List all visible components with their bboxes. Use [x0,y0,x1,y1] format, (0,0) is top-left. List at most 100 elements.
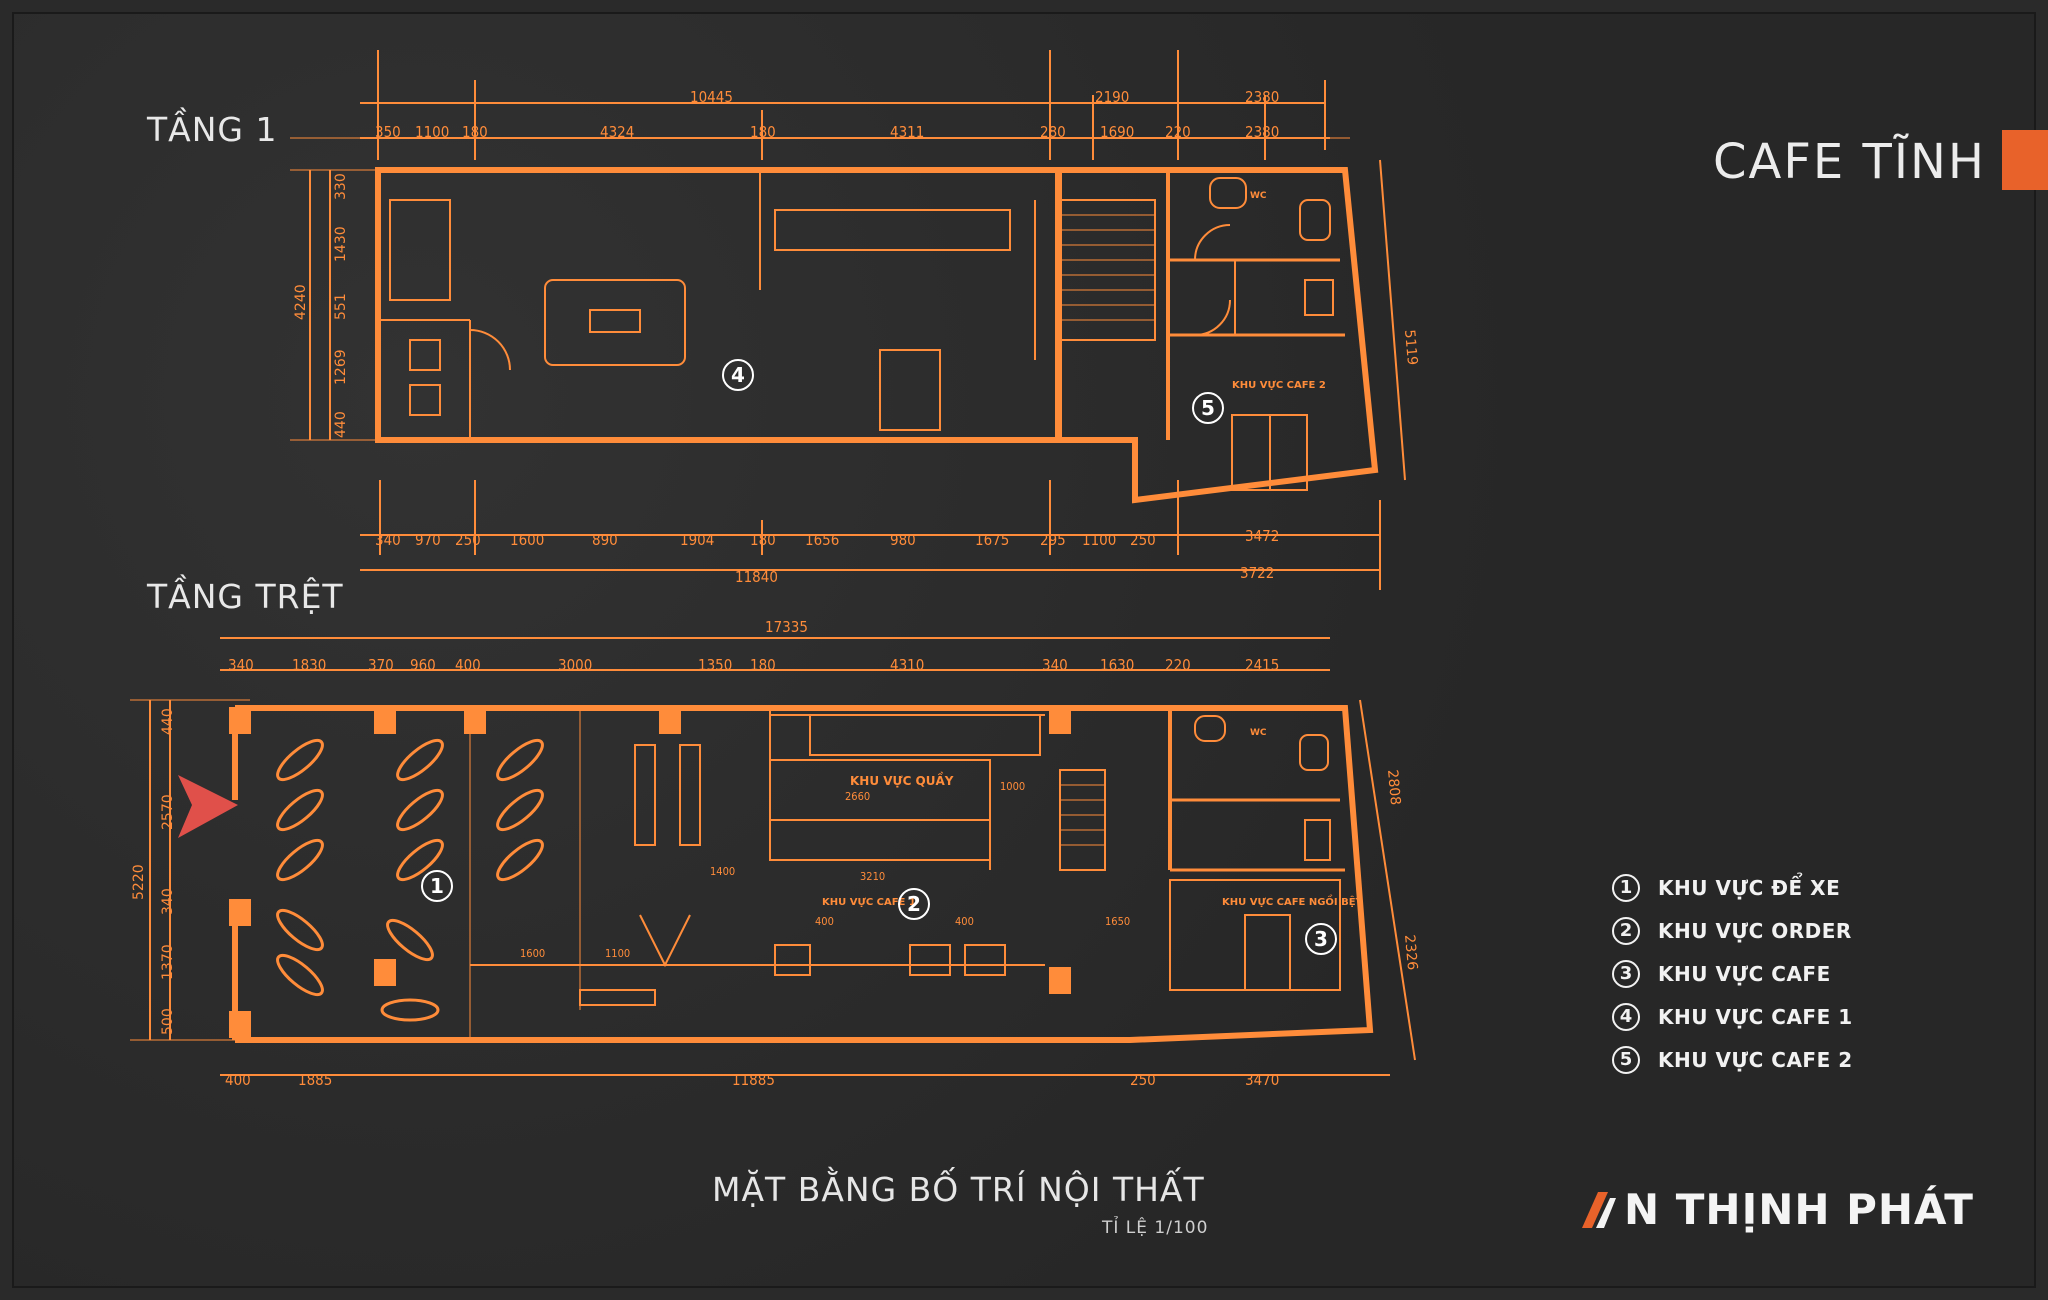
dim-upper-bottom-3: 1600 [510,531,544,549]
area-marker-3: 3 [1305,923,1337,955]
dim-inner-7: 400 [815,915,834,928]
dim-upper-bottom-7: 1656 [805,531,839,549]
svg-text:4: 4 [731,363,745,387]
dim-ground-row-2: 370 [368,656,394,674]
dim-ground-left-1: 2570 [160,794,176,830]
dim-upper-bottom-4: 890 [592,531,618,549]
dim-upper-bottom-11: 1100 [1082,531,1116,549]
legend-number: 5 [1612,1045,1640,1074]
area-marker-5: 5 [1192,392,1224,424]
plan-scale: TỈ LỆ 1/100 [1102,1218,1209,1238]
brand-name: N THỊNH PHÁT [1624,1185,1974,1234]
dim-upper-total: 10445 [690,88,733,106]
dim-inner-5: 1000 [1000,780,1025,793]
dim-ground-row-10: 1630 [1100,656,1134,674]
dim-upper-bottom-total: 11840 [735,568,778,586]
dim-ground-row-11: 220 [1165,656,1191,674]
dim-ground-row-0: 340 [228,656,254,674]
room-label-cafe2: KHU VỰC CAFE 2 [1232,380,1326,391]
dim-upper-row-1: 1100 [415,123,449,141]
dim-ground-row-9: 340 [1042,656,1068,674]
dim-upper-bottom-6: 180 [750,531,776,549]
dim-upper-row-5: 4311 [890,123,924,141]
svg-text:5: 5 [1201,396,1215,420]
legend-item: 4 KHU VỰC CAFE 1 [1612,995,1853,1038]
dim-upper-bottom-8: 980 [890,531,916,549]
dim-upper-left-1: 1430 [333,226,349,262]
dim-upper-right: 5119 [1401,329,1420,366]
dim-ground-row-12: 2415 [1245,656,1279,674]
dim-ground-bottom-0: 400 [225,1071,251,1089]
dim-upper-bottom-1: 970 [415,531,441,549]
dim-ground-row-7: 180 [750,656,776,674]
brand-logo: N THỊNH PHÁT [1580,1185,1974,1234]
legend: 1 KHU VỰC ĐỂ XE 2 KHU VỰC ORDER 3 KHU VỰ… [1612,866,1853,1081]
dim-upper-right2: 2380 [1245,88,1279,106]
area-marker-4: 4 [722,359,754,391]
dim-upper-row-6: 280 [1040,123,1066,141]
dim-upper-row-7: 1690 [1100,123,1134,141]
room-label-wc-ground: WC [1250,728,1267,738]
dim-upper-left-4: 1269 [333,349,349,385]
dim-ground-row-5: 3000 [558,656,592,674]
dim-upper-bottom-12: 250 [1130,531,1156,549]
dim-ground-right1: 2808 [1384,769,1403,806]
dim-upper-row-3: 4324 [600,123,634,141]
dim-upper-bottom-right: 3722 [1240,564,1274,582]
dim-ground-bottom-1: 1885 [298,1071,332,1089]
dim-ground-row-6: 1350 [698,656,732,674]
dim-ground-right2: 2326 [1401,934,1420,971]
dim-upper-bottom-0: 340 [375,531,401,549]
dim-upper-right1: 2190 [1095,88,1129,106]
legend-item: 1 KHU VỰC ĐỂ XE [1612,866,1853,909]
dim-inner-6: 1650 [1105,915,1130,928]
dim-upper-left-5: 440 [333,411,349,438]
legend-number: 1 [1612,873,1640,902]
dim-upper-bottom-5: 1904 [680,531,714,549]
svg-text:2: 2 [907,892,921,916]
legend-label: KHU VỰC CAFE 1 [1658,1004,1853,1029]
floor-title-ground: TẦNG TRỆT [147,577,344,616]
dim-inner-8: 400 [955,915,974,928]
legend-label: KHU VỰC CAFE 2 [1658,1047,1853,1072]
legend-label: KHU VỰC ORDER [1658,918,1852,943]
legend-number: 2 [1612,916,1640,945]
legend-label: KHU VỰC ĐỂ XE [1658,875,1841,900]
dim-upper-left-3: 551 [333,293,349,320]
project-title: CAFE TĨNH [1712,134,1986,190]
dim-ground-total: 17335 [765,618,808,636]
legend-label: KHU VỰC CAFE [1658,961,1831,986]
area-marker-1: 1 [421,870,453,902]
dim-ground-row-4: 400 [455,656,481,674]
dim-upper-bottom-2: 250 [455,531,481,549]
legend-item: 3 KHU VỰC CAFE [1612,952,1853,995]
legend-item: 5 KHU VỰC CAFE 2 [1612,1038,1853,1081]
dim-upper-row-4: 180 [750,123,776,141]
area-marker-2: 2 [898,888,930,920]
legend-number: 3 [1612,959,1640,988]
svg-text:3: 3 [1314,927,1328,951]
accent-block [2002,130,2048,190]
dim-upper-left-0: 330 [333,173,349,200]
dim-upper-row-0: 350 [375,123,401,141]
room-label-wc-upper: WC [1250,191,1267,201]
dim-ground-left-3: 340 [160,888,176,915]
dim-upper-bottom-10: 295 [1040,531,1066,549]
dim-ground-left-0: 440 [160,708,176,735]
dim-inner-1: 3210 [860,870,885,883]
legend-number: 4 [1612,1002,1640,1031]
dim-ground-row-8: 4310 [890,656,924,674]
an-logo-icon [1582,1191,1616,1228]
dim-upper-row-9: 2380 [1245,123,1279,141]
dim-ground-row-3: 960 [410,656,436,674]
room-label-cafe-garden: KHU VỰC CAFE NGỒI BỆT [1222,893,1363,908]
room-label-cafe1: KHU VỰC CAFE 1 [822,897,916,908]
dim-ground-row-1: 1830 [292,656,326,674]
entrance-arrow-icon [178,775,238,838]
dim-upper-row-2: 180 [462,123,488,141]
dim-ground-bottom-4: 3470 [1245,1071,1279,1089]
svg-text:1: 1 [430,874,444,898]
legend-item: 2 KHU VỰC ORDER [1612,909,1853,952]
